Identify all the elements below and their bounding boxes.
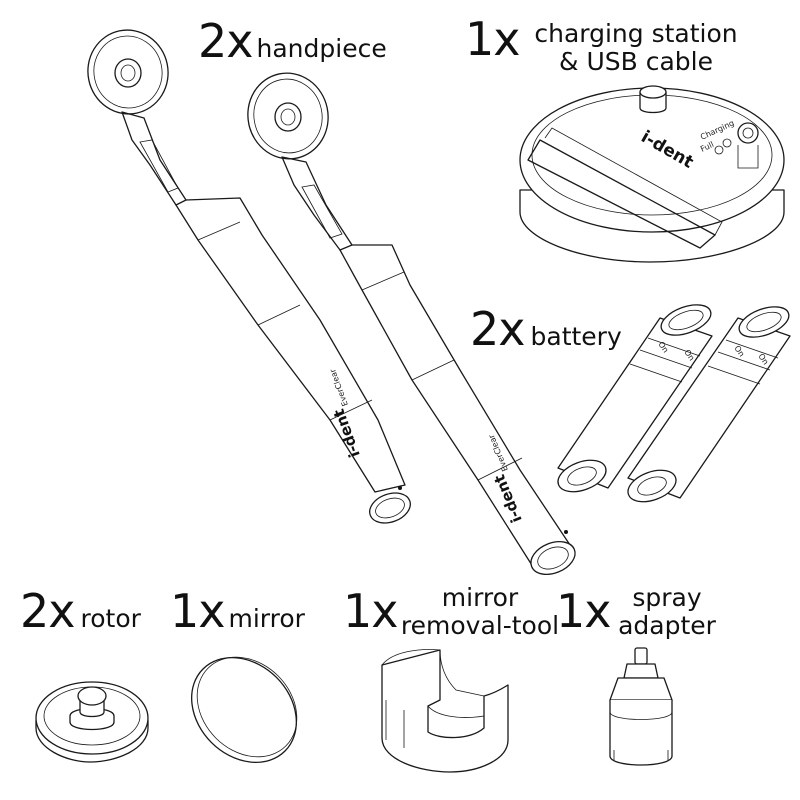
mirror-removal-tool-name-line2: removal-tool	[400, 611, 560, 640]
charging-station-drawing: Charging Full i-dent	[519, 85, 785, 263]
mirror-removal-tool-name-line1: mirror	[441, 583, 519, 612]
handpiece-drawing-1: i-dent EverClear	[87, 29, 411, 524]
charging-station-name-line1: charging station	[534, 19, 738, 48]
mirror-removal-tool-qty: 1x	[343, 584, 398, 638]
mirror-removal-tool-name: mirror removal-tool	[400, 584, 560, 640]
mirror-name: mirror	[228, 604, 305, 633]
spray-adapter-qty: 1x	[556, 584, 611, 638]
handpiece-name: handpiece	[256, 34, 387, 63]
spray-adapter-name: spray adapter	[612, 584, 722, 640]
spray-adapter-label: 1x	[556, 588, 611, 634]
charging-station-name: charging station & USB cable	[522, 20, 750, 76]
spray-adapter-name-line2: adapter	[618, 611, 716, 640]
handpiece-sub-label-1: EverClear	[328, 367, 350, 407]
charging-station-qty: 1x	[465, 12, 520, 66]
rotor-name: rotor	[80, 604, 141, 633]
rotor-qty: 2x	[20, 584, 75, 638]
mirror-removal-tool-label: 1x	[343, 588, 398, 634]
battery-name: battery	[530, 322, 622, 351]
spray-adapter-drawing	[609, 647, 673, 766]
handpiece-brand-label-1: i-dent	[330, 407, 364, 460]
battery-drawing-1: On On	[557, 304, 713, 493]
battery-qty: 2x	[470, 302, 525, 356]
charging-station-label: 1x	[465, 16, 520, 62]
mirror-qty: 1x	[170, 584, 225, 638]
handpiece-brand-label-2: i-dent	[490, 472, 525, 525]
mirror-drawing	[191, 656, 298, 763]
battery-drawing-2: On On	[627, 306, 791, 503]
rotor-drawing	[35, 681, 149, 763]
spray-adapter-name-line1: spray	[632, 583, 702, 612]
mirror-removal-tool-drawing	[381, 649, 509, 773]
charging-station-name-line2: & USB cable	[559, 47, 713, 76]
handpiece-qty: 2x	[198, 14, 253, 68]
handpiece-sub-label-2: EverClear	[487, 433, 510, 473]
